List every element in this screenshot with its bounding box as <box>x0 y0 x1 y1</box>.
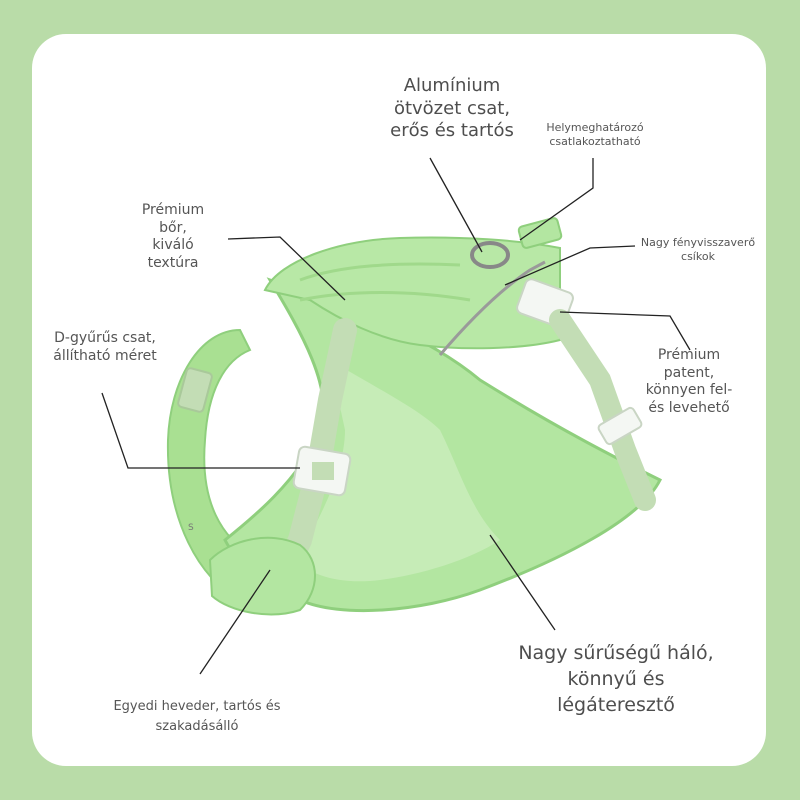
callout-leather: Prémium bőr, kiváló textúra <box>141 202 205 271</box>
callout-mesh: Nagy sűrűségű háló, könnyű és légáteresz… <box>518 642 714 717</box>
callout-locator: Helymeghatározó csatlakoztatható <box>546 121 644 148</box>
size-tag: S <box>188 523 194 533</box>
locator-tab <box>517 217 563 249</box>
callout-snap: Prémium patent, könnyen fel- és levehető <box>645 347 733 416</box>
leader-snap <box>559 311 691 351</box>
leader-mesh <box>489 534 556 631</box>
reflective-strip <box>438 260 546 356</box>
leader-aluminum <box>429 157 483 253</box>
aluminum-buckle-ring <box>470 241 510 269</box>
callout-reflective: Nagy fényvisszaverő csíkok <box>640 236 756 263</box>
callout-d-ring: D-gyűrűs csat, állítható méret <box>53 330 157 364</box>
callout-strap: Egyedi heveder, tartós és szakadásálló <box>113 699 281 734</box>
leader-locator <box>519 158 594 241</box>
leader-leather <box>227 236 346 301</box>
right-strap <box>549 309 656 511</box>
callout-aluminum-buckle: Alumínium ötvözet csat, erős és tartós <box>390 75 514 141</box>
leader-reflective <box>504 245 636 286</box>
harness-mesh-inner <box>295 360 500 582</box>
leader-d-ring <box>101 392 300 469</box>
leader-strap <box>199 569 271 675</box>
leader-lines <box>101 157 691 675</box>
left-strap-buckle <box>177 367 213 413</box>
harness-lower-block <box>208 536 316 616</box>
